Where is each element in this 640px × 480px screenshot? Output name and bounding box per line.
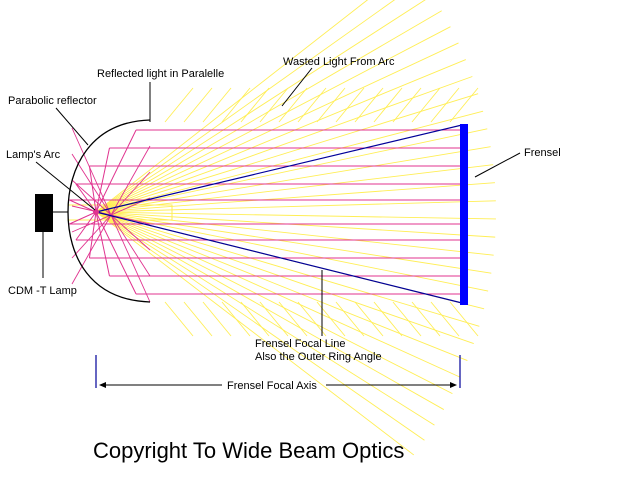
reflected-ray-in [95,147,110,213]
wasted-ray-lower [259,301,289,337]
reflected-light-rays [69,127,460,303]
wasted-ray [95,211,415,456]
label-cdm-lamp: CDM -T Lamp [8,285,77,297]
reflected-ray-in [95,211,137,295]
reflected-ray-in [75,183,97,213]
wasted-ray-lower [449,301,479,337]
reflected-ray-in [95,211,110,277]
wasted-ray-upper [335,87,365,123]
wasted-ray [95,211,474,344]
wasted-ray [95,146,491,213]
wasted-ray-upper [221,87,251,123]
wasted-ray [95,200,496,213]
wasted-ray-upper [240,87,270,123]
wasted-ray [95,110,484,213]
wasted-ray-lower [335,301,365,337]
label-reflected-light: Reflected light in Paralelle [97,68,224,80]
wasted-ray [95,0,396,213]
wasted-ray-lower [240,301,270,337]
wasted-ray-upper [316,87,346,123]
wasted-ray-lower [297,301,327,337]
leader-parabolic-reflector [55,107,89,146]
wasted-ray-upper [354,87,384,123]
wasted-ray [95,0,369,213]
reflected-ray-in [69,199,97,213]
label-wasted-light: Wasted Light From Arc [283,56,395,68]
wasted-ray-upper [411,87,441,123]
wasted-ray [95,211,445,410]
label-parabolic-reflector: Parabolic reflector [8,95,97,107]
wasted-ray-lower [278,301,308,337]
fresnel-lens [460,124,468,305]
wasted-ray [95,0,426,213]
wasted-ray [95,211,435,426]
leader-lamps-arc [35,161,96,211]
wasted-ray [95,211,480,327]
wasted-ray-lower [316,301,346,337]
wasted-ray-lower [430,301,460,337]
wasted-ray-lower [164,301,194,337]
wasted-ray [95,93,479,213]
wasted-ray [95,211,453,394]
wasted-ray [95,211,496,220]
lamps-arc [93,209,99,215]
label-focal-axis: Frensel Focal Axis [227,380,317,392]
leader-wasted-light [281,67,313,107]
wasted-ray-upper [392,87,422,123]
wasted-ray [95,26,451,213]
wasted-ray [95,211,496,238]
wasted-ray-upper [373,87,403,123]
wasted-ray-upper [430,87,460,123]
wasted-ray [95,128,488,213]
fresnel-focal-line-upper [95,124,463,213]
wasted-ray [95,211,468,361]
wasted-ray-upper [183,87,213,123]
focal-axis-arrow-left [99,382,106,388]
wasted-ray-upper [449,87,479,123]
label-frensel: Frensel [524,147,561,159]
leader-frensel [474,152,521,178]
wasted-ray [95,211,492,274]
reflected-ray-in [95,129,137,213]
wasted-ray [95,164,494,213]
wasted-ray-lower [202,301,232,337]
wasted-ray [95,76,473,213]
cdm-t-lamp [35,194,53,232]
label-lamps-arc: Lamp's Arc [6,149,61,161]
reflected-ray-in [69,211,97,225]
wasted-ray [95,211,494,256]
wasted-ray-lower [392,301,422,337]
wasted-ray-lower [354,301,384,337]
wasted-ray-upper [278,87,308,123]
wasted-ray [95,182,495,213]
reflected-ray-cross [71,145,151,285]
wasted-ray-lower [411,301,441,337]
wasted-ray [95,59,466,213]
wasted-ray-upper [259,87,289,123]
wasted-ray-upper [297,87,327,123]
wasted-ray-lower [221,301,251,337]
wasted-ray [95,211,489,292]
reflected-ray-in [88,165,97,213]
label-focal-line-1: Frensel Focal Line [255,338,346,350]
label-focal-line-2: Also the Outer Ring Angle [255,351,382,363]
wasted-ray-upper [164,87,194,123]
wasted-ray-upper [202,87,232,123]
wasted-ray-lower [183,301,213,337]
copyright-text: Copyright To Wide Beam Optics [93,438,404,463]
wasted-ray [95,211,425,441]
focal-axis-arrow-right [450,382,457,388]
fresnel-focal-line-lower [95,211,463,304]
wasted-ray-lower [373,301,403,337]
